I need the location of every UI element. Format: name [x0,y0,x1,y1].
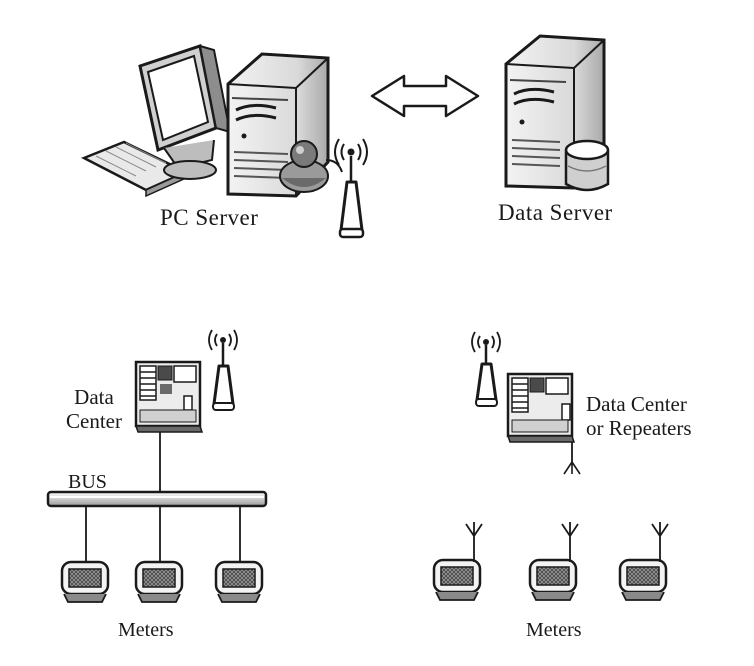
data-center-right-line1: Data Center [586,392,687,416]
meters-right-label: Meters [526,619,582,641]
user-avatar-icon [279,140,329,193]
meter-icon [214,560,264,603]
bus-bar [46,490,268,508]
bidirectional-arrow-icon [370,74,480,118]
data-concentrator-icon [134,360,204,433]
data-center-left-label: Data Center [62,385,126,433]
ground-antenna-icon [563,442,581,475]
antenna-whip-icon [561,522,579,562]
meter-icon [60,560,110,603]
data-center-right-line2: or Repeaters [586,416,692,440]
wireless-meter [618,522,669,601]
pc-server-label: PC Server [160,205,259,230]
pc-server [80,44,368,239]
bus-label: BUS [68,471,107,493]
meter-icon [134,560,184,603]
data-concentrator-icon [506,372,576,443]
data-center-left [134,329,238,492]
data-center-left-line1: Data [74,385,114,409]
antenna-whip-icon [651,522,669,562]
database-icon [564,139,610,192]
wireless-meter [432,522,483,601]
data-server-label: Data Server [498,200,613,225]
monitor-icon [138,44,232,180]
wireless-antenna-icon [208,329,238,411]
data-center-right [471,331,581,475]
meter-icon [528,558,578,601]
meter-icon [432,558,482,601]
meter-icon [618,558,668,601]
antenna-whip-icon [465,522,483,562]
data-center-right-label: Data Center or Repeaters [586,392,692,440]
meters-left-label: Meters [118,619,174,641]
data-server [504,34,610,192]
wireless-meter [528,522,579,601]
wireless-antenna-icon [471,331,501,407]
data-center-left-line2: Center [66,409,122,433]
wireless-antenna-icon [334,138,368,239]
